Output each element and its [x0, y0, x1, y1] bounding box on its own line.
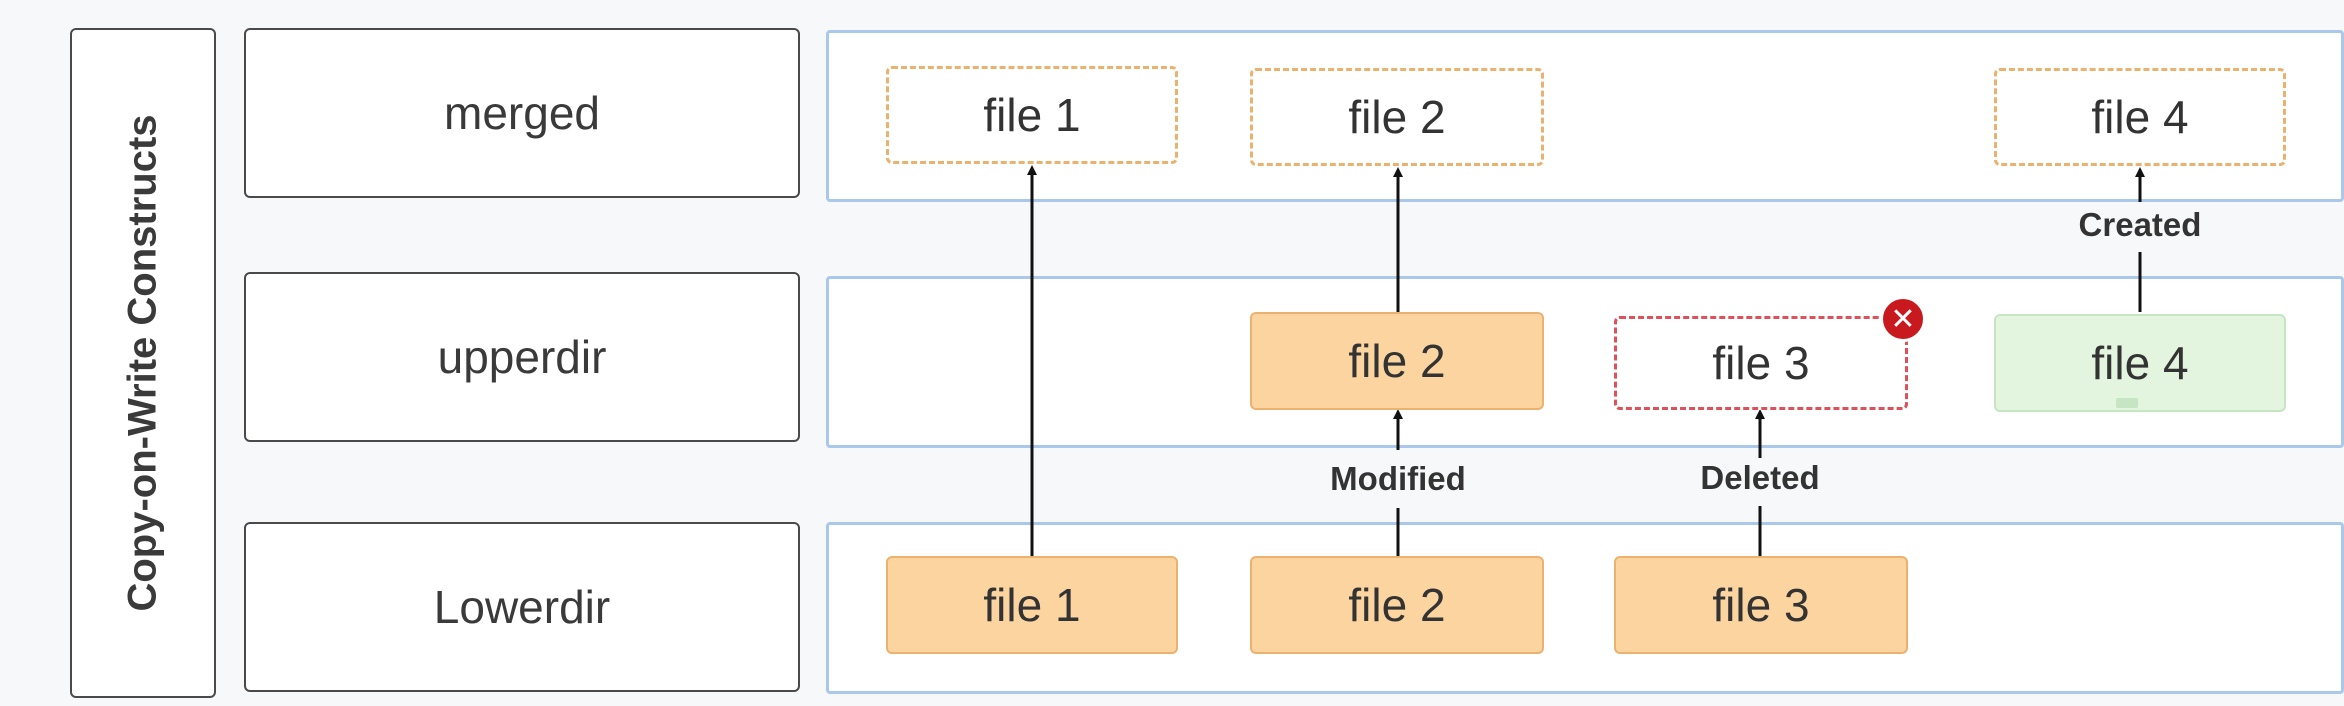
layer-label-upperdir: upperdir	[244, 272, 800, 442]
upper-file-3-deleted: file 3	[1614, 316, 1908, 410]
lower-file-2: file 2	[1250, 556, 1544, 654]
x-circle-icon: ✕	[1880, 296, 1926, 342]
lower-file-1: file 1	[886, 556, 1178, 654]
upper-file-2: file 2	[1250, 312, 1544, 410]
layer-label-lowerdir: Lowerdir	[244, 522, 800, 692]
operation-modified: Modified	[1330, 460, 1466, 497]
operation-deleted: Deleted	[1700, 459, 1820, 496]
merged-file-4: file 4	[1994, 68, 2286, 166]
layer-label-merged: merged	[244, 28, 800, 198]
operation-created: Created	[2078, 206, 2202, 243]
lower-file-3: file 3	[1614, 556, 1908, 654]
merged-file-2: file 2	[1250, 68, 1544, 166]
merged-file-1: file 1	[886, 66, 1178, 164]
constructs-panel: Copy-on-Write Constructs	[70, 28, 216, 698]
created-file-tab	[2116, 398, 2138, 408]
upper-file-4-created: file 4	[1994, 314, 2286, 412]
